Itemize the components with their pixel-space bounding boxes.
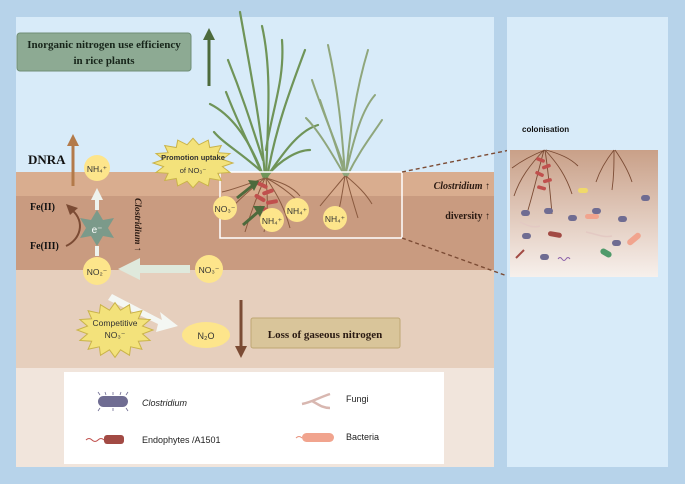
main-panel: [16, 17, 494, 467]
svg-text:NO₂⁻: NO₂⁻: [87, 267, 108, 277]
legend-fungi: Fungi: [301, 392, 369, 410]
uptake-arrow-upper: [236, 180, 259, 200]
svg-text:Endophytes /A1501: Endophytes /A1501: [142, 435, 221, 445]
dnra-label: DNRA: [28, 152, 66, 167]
fungi-icon: [301, 392, 331, 410]
rice-plant-right: [305, 44, 383, 177]
inset-endophyte-rods: [535, 157, 552, 191]
no2-to-n2o-arrow: [108, 294, 178, 332]
title-line-2: in rice plants: [73, 55, 135, 67]
legend-panel: [64, 372, 444, 464]
svg-text:Fungi: Fungi: [346, 394, 369, 404]
down-arrow-brown-loss: [235, 300, 247, 358]
inset-microbes: [515, 188, 650, 261]
svg-text:N₂O: N₂O: [198, 331, 215, 341]
ion-nh4-root-a: NH₄⁺: [260, 208, 284, 232]
inset-root-left: [511, 149, 579, 215]
up-arrow-brown-dnra: [67, 134, 79, 186]
svg-text:NO₃⁻: NO₃⁻: [199, 265, 220, 275]
competitive-line-2: NO₃⁻: [105, 330, 126, 340]
title-box-background: [16, 32, 192, 72]
endophyte-icon: [104, 435, 124, 444]
ion-nh4-top: NH₄⁺: [84, 155, 110, 181]
bacteria-icon: [302, 433, 334, 442]
ion-nh4-root-c: NH₄⁺: [323, 206, 347, 230]
ion-no2: NO₂⁻: [83, 257, 111, 285]
legend-bacteria: Bacteria: [295, 432, 379, 442]
colonisation-label: colonisation: [522, 125, 569, 134]
up-arrow-green-title: [203, 28, 215, 86]
title-box: Inorganic nitrogen use efficiency in ric…: [16, 32, 192, 72]
fe3-label: Fe(III): [30, 241, 59, 252]
zoom-connector-top: [401, 149, 511, 173]
fe2-label: Fe(II): [30, 202, 55, 213]
zoom-connector-bottom: [401, 237, 511, 278]
electron-star: e⁻: [80, 210, 114, 246]
svg-text:Bacteria: Bacteria: [346, 432, 379, 442]
no3-to-no2-arrow: [118, 258, 190, 280]
competitive-no3-burst: Competitive NO₃⁻: [75, 301, 155, 359]
svg-text:NH₄⁺: NH₄⁺: [262, 216, 283, 226]
legend-endophytes: Endophytes /A1501: [85, 435, 221, 445]
inset-soil: [510, 150, 658, 277]
svg-text:e⁻: e⁻: [92, 225, 103, 236]
clostridium-vertical-label: Clostridium ↑: [132, 198, 142, 252]
clostridium-icon: [98, 396, 128, 407]
diversity-increase-label: diversity ↑: [445, 211, 490, 222]
legend-clostridium: Clostridium: [97, 391, 188, 412]
loss-of-gaseous-nitrogen-box: Loss of gaseous nitrogen: [250, 317, 401, 349]
inset-root-right: [595, 149, 633, 191]
title-line-1: Inorganic nitrogen use efficiency: [27, 39, 181, 51]
promotion-line-2: of NO₃⁻: [180, 166, 207, 175]
competitive-line-1: Competitive: [93, 318, 138, 328]
promotion-line-1: Promotion uptake: [161, 153, 225, 162]
clostridium-increase-label: Clostridium ↑: [434, 181, 490, 192]
electron-to-nh4-arrow: [91, 188, 103, 210]
svg-text:NH₄⁺: NH₄⁺: [325, 214, 346, 224]
svg-text:NH₄⁺: NH₄⁺: [287, 206, 308, 216]
ion-no3-mid: NO₃⁻: [195, 255, 223, 283]
promotion-uptake-burst: Promotion uptake of NO₃⁻: [151, 137, 235, 189]
loss-label: Loss of gaseous nitrogen: [268, 329, 382, 341]
fe-redox-arrow: [65, 204, 81, 247]
ion-n2o: N₂O: [182, 322, 230, 348]
ion-nh4-root-b: NH₄⁺: [285, 198, 309, 222]
ion-no3-root: NO₃⁻: [213, 196, 237, 220]
uptake-arrow-lower: [242, 206, 265, 227]
svg-text:NO₃⁻: NO₃⁻: [215, 204, 236, 214]
svg-text:NH₄⁺: NH₄⁺: [87, 164, 108, 174]
colonisation-inset: colonisation: [507, 17, 668, 467]
svg-text:Clostridium: Clostridium: [142, 398, 188, 408]
